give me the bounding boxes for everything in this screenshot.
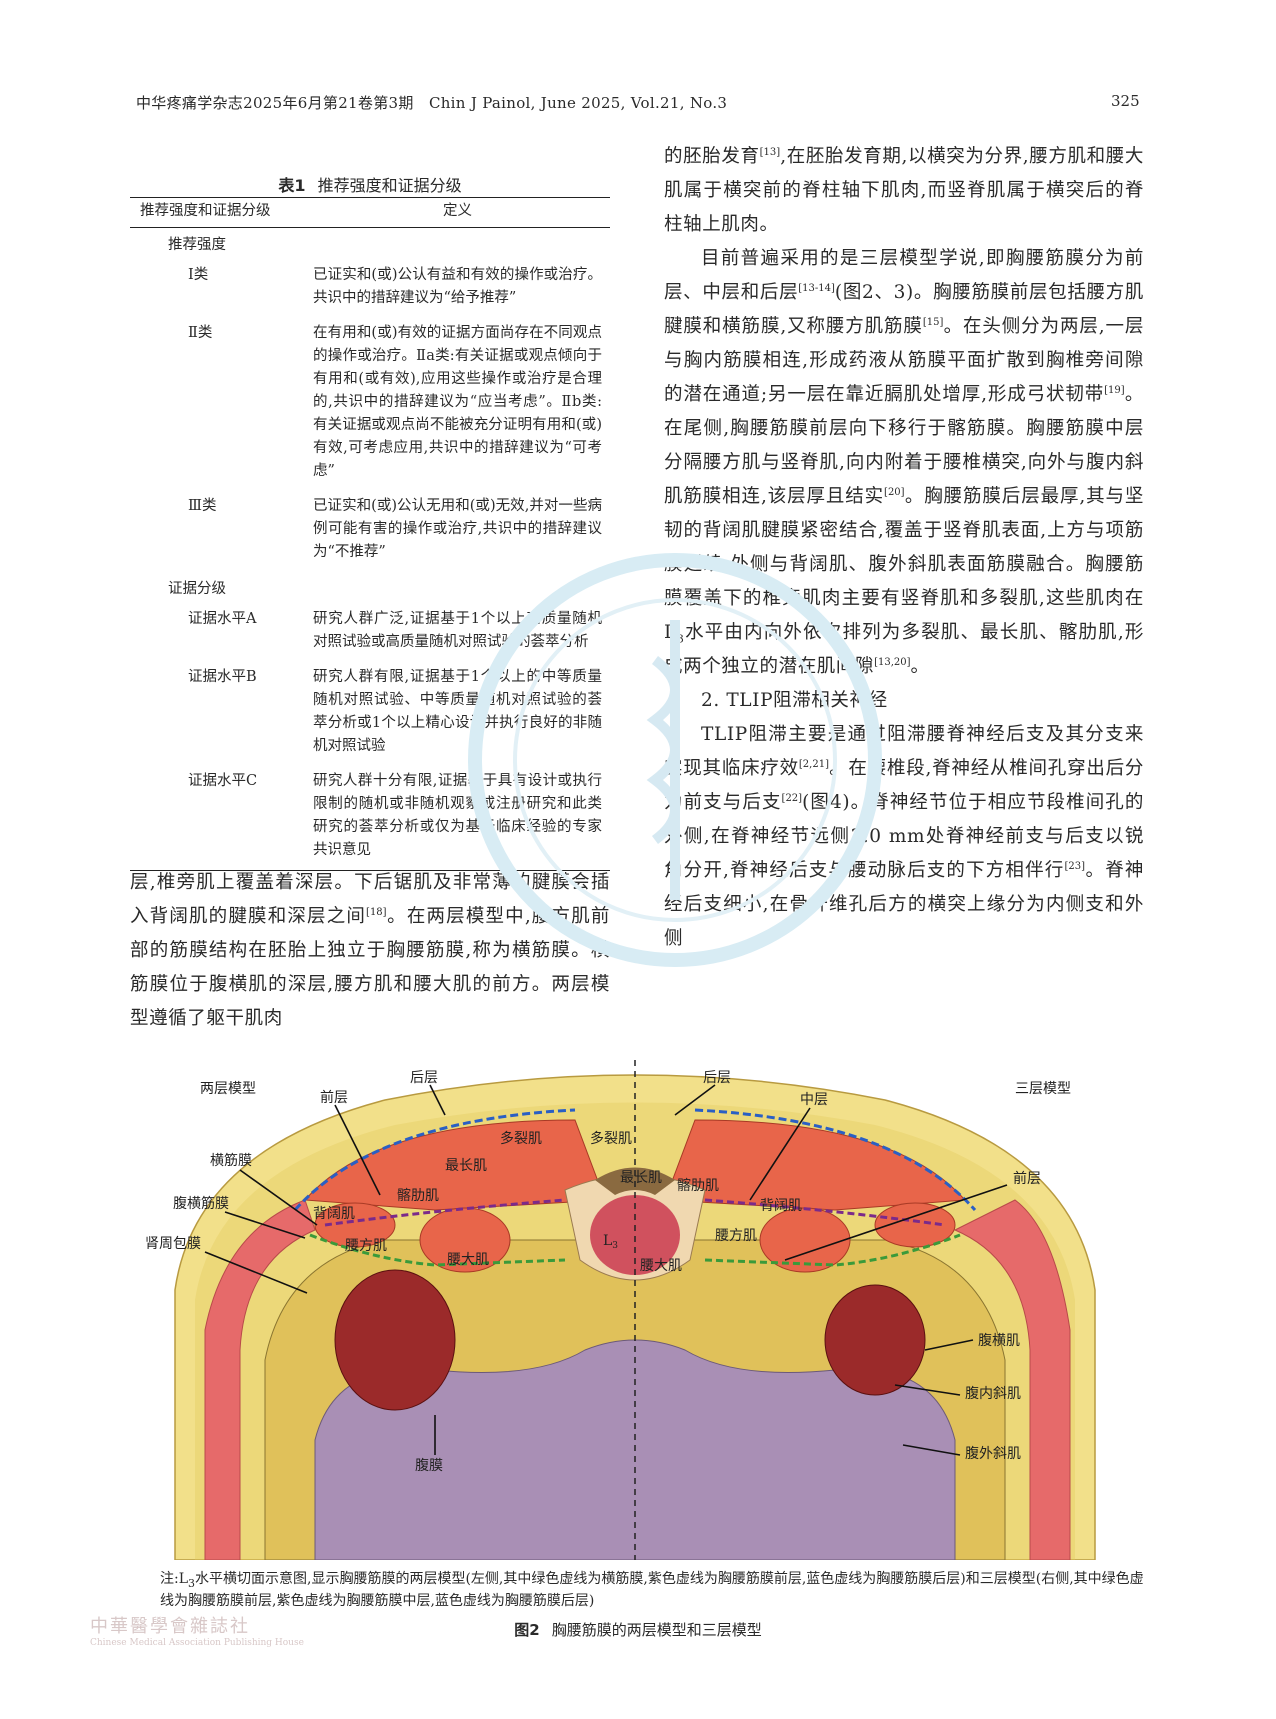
subscript: 3 xyxy=(676,632,685,646)
paragraph: 目前普遍采用的是三层模型学说,即胸腰筋膜分为前层、中层和后层[13-14](图2… xyxy=(664,242,1144,684)
figure-caption: 图2 胸腰筋膜的两层模型和三层模型 xyxy=(0,1619,1276,1640)
label-right-fuwai: 腹外斜肌 xyxy=(965,1445,1021,1462)
figure-caption-text: 胸腰筋膜的两层模型和三层模型 xyxy=(551,1621,762,1639)
publisher-name-en: Chinese Medical Association Publishing H… xyxy=(90,1638,304,1648)
table-row: 证据水平A 研究人群广泛,证据基于1个以上高质量随机对照试验或高质量随机对照试验的… xyxy=(130,604,610,662)
label-right-zuichang: 最长肌 xyxy=(620,1170,662,1186)
text-run: 。胸腰筋膜后层最厚,其与坚韧的背阔肌腱膜紧密结合,覆盖于竖脊肌表面,上方与项筋膜… xyxy=(664,486,1144,643)
label-right-beikuo: 背阔肌 xyxy=(760,1198,802,1214)
citation: [13-14] xyxy=(798,282,835,294)
text-run: (图2、3)。胸腰筋膜前层包括腰方肌腱膜和横筋膜,又称腰方肌筋膜 xyxy=(664,282,1145,337)
label-left-beikuo: 背阔肌 xyxy=(313,1206,355,1222)
label-left-yaofang: 腰方肌 xyxy=(345,1238,387,1254)
text-run: 目前普遍采用的是三层模型学说,即胸腰筋膜分为前层、中层和后层 xyxy=(664,248,1144,303)
row-definition: 研究人群有限,证据基于1个以上的中等质量随机对照试验、中等质量随机对照试验的荟萃… xyxy=(313,669,602,754)
text-run: 注:L xyxy=(160,1571,189,1587)
table-title: 表1 推荐强度和证据分级 xyxy=(130,172,610,196)
figure-note: 注:L3水平横切面示意图,显示胸腰筋膜的两层模型(左侧,其中绿色虚线为横筋膜,紫… xyxy=(160,1568,1150,1612)
right-column-text: 的胚胎发育[13],在胚胎发育期,以横突为分界,腰方肌和腰大肌属于横突前的脊柱轴… xyxy=(664,140,1144,956)
label-right-yaofang: 腰方肌 xyxy=(715,1228,757,1244)
citation: [19] xyxy=(1104,384,1125,396)
label-left-title: 两层模型 xyxy=(200,1081,256,1097)
label-left-qian: 前层 xyxy=(320,1089,348,1106)
citation: [2,21] xyxy=(798,758,829,770)
label-right-duolie: 多裂肌 xyxy=(590,1130,632,1147)
label-right-title: 三层模型 xyxy=(1015,1081,1071,1097)
label-right-yaoda: 腰大肌 xyxy=(640,1258,682,1274)
row-definition: 研究人群十分有限,证据基于具有设计或执行限制的随机或非随机观察或注册研究和此类研… xyxy=(313,773,602,858)
row-label: Ⅲ类 xyxy=(188,498,217,514)
label-left-yaoda: 腰大肌 xyxy=(447,1252,489,1268)
page-number: 325 xyxy=(1111,92,1140,110)
citation: [18] xyxy=(366,906,387,918)
publisher-name: 中華醫學會雜誌社 xyxy=(90,1616,250,1637)
label-left-fuheng-jin: 腹横筋膜 xyxy=(173,1195,229,1212)
citation: [20] xyxy=(884,486,905,498)
text-run: 。在头侧分为两层,一层与胸内筋膜相连,形成药液从筋膜平面扩散到胸椎旁间隙的潜在通… xyxy=(664,316,1144,405)
publisher-watermark: 中華醫學會雜誌社 Chinese Medical Association Pub… xyxy=(90,1612,304,1648)
label-right-fuheng: 腹横肌 xyxy=(978,1332,1020,1349)
table-header-col1: 推荐强度和证据分级 xyxy=(140,203,271,219)
citation: [13] xyxy=(759,146,781,158)
row-label: Ⅱ类 xyxy=(188,325,213,341)
label-vertebra-L: L xyxy=(603,1233,612,1249)
citation: [23] xyxy=(1064,860,1085,872)
text-run: 。在尾侧,胸腰筋膜前层向下移行于髂筋膜。胸腰筋膜中层分隔腰方肌与竖脊肌,向内附着… xyxy=(664,384,1144,507)
label-right-funei: 腹内斜肌 xyxy=(965,1385,1021,1402)
citation: [22] xyxy=(781,792,803,804)
table-header-col2: 定义 xyxy=(443,203,472,219)
text-run: 的胚胎发育 xyxy=(664,146,760,167)
label-left-zuichang: 最长肌 xyxy=(445,1158,487,1174)
label-left-duolie: 多裂肌 xyxy=(500,1130,542,1147)
row-label: 证据水平B xyxy=(188,669,257,685)
table-row: 证据水平B 研究人群有限,证据基于1个以上的中等质量随机对照试验、中等质量随机对照… xyxy=(130,662,610,766)
label-left-shenzhou: 肾周包膜 xyxy=(145,1236,201,1252)
table-number: 表1 xyxy=(278,176,306,195)
running-header: 中华疼痛学杂志2025年6月第21卷第3期 Chin J Painol, Jun… xyxy=(136,94,728,112)
subscript: 3 xyxy=(188,1576,196,1590)
label-left-hou: 后层 xyxy=(410,1070,438,1086)
row-label: 证据水平A xyxy=(188,611,257,627)
label-right-qian: 前层 xyxy=(1013,1170,1041,1187)
table-row: Ⅲ类 已证实和(或)公认无用和(或)无效,并对一些病例可能有害的操作或治疗,共识中… xyxy=(130,491,610,572)
table-row: Ⅱ类 在有用和(或)有效的证据方面尚存在不同观点的操作或治疗。Ⅱa类:有关证据或观… xyxy=(130,318,610,491)
label-right-qialei: 髂肋肌 xyxy=(677,1177,719,1194)
recommendation-table: 推荐强度和证据分级 定义 推荐强度 Ⅰ类 已证实和(或)公认有益和有效的操作或治疗… xyxy=(130,197,610,871)
label-left-qialei: 髂肋肌 xyxy=(397,1187,439,1204)
paragraph: TLIP阻滞主要是通过阻滞腰脊神经后支及其分支来实现其临床疗效[2,21]。在腰… xyxy=(664,718,1144,956)
left-column-text: 层,椎旁肌上覆盖着深层。下后锯肌及非常薄的腱膜会插入背阔肌的腱膜和深层之间[18… xyxy=(130,866,610,1036)
table-title-text: 推荐强度和证据分级 xyxy=(317,176,462,195)
citation: [15] xyxy=(922,316,944,328)
label-vertebra-sub: 3 xyxy=(612,1241,618,1251)
section-heading: 2. TLIP阻滞相关神经 xyxy=(701,690,888,711)
row-definition: 在有用和(或)有效的证据方面尚存在不同观点的操作或治疗。Ⅱa类:有关证据或观点倾… xyxy=(313,325,602,479)
row-label: 证据水平C xyxy=(188,773,258,789)
label-vertebra: L3 xyxy=(603,1233,618,1251)
row-definition: 已证实和(或)公认有益和有效的操作或治疗。共识中的措辞建议为“给予推荐” xyxy=(313,267,602,306)
table-group-strength: 推荐强度 xyxy=(168,237,226,253)
row-definition: 已证实和(或)公认无用和(或)无效,并对一些病例可能有害的操作或治疗,共识中的措… xyxy=(313,498,602,560)
paragraph: 的胚胎发育[13],在胚胎发育期,以横突为分界,腰方肌和腰大肌属于横突前的脊柱轴… xyxy=(664,140,1144,242)
table-row: 证据水平C 研究人群十分有限,证据基于具有设计或执行限制的随机或非随机观察或注册研… xyxy=(130,766,610,870)
row-label: Ⅰ类 xyxy=(188,267,209,283)
figure-cross-section: 两层模型 后层 前层 横筋膜 腹横筋膜 肾周包膜 多裂肌 最长肌 髂肋肌 背阔肌… xyxy=(145,1060,1096,1560)
text-run: 水平横切面示意图,显示胸腰筋膜的两层模型(左侧,其中绿色虚线为横筋膜,紫色虚线为… xyxy=(160,1571,1144,1609)
table-header-row: 推荐强度和证据分级 定义 xyxy=(130,198,610,227)
text-run: ,在胚胎发育期,以横突为分界,腰方肌和腰大肌属于横突前的脊柱轴下肌肉,而竖脊肌属… xyxy=(664,146,1144,235)
text-run: 。 xyxy=(910,656,930,677)
row-definition: 研究人群广泛,证据基于1个以上高质量随机对照试验或高质量随机对照试验的荟萃分析 xyxy=(313,611,602,650)
label-fumo: 腹膜 xyxy=(415,1457,443,1474)
label-right-zhong: 中层 xyxy=(800,1092,828,1108)
table-group-evidence: 证据分级 xyxy=(168,581,226,597)
paragraph: 层,椎旁肌上覆盖着深层。下后锯肌及非常薄的腱膜会插入背阔肌的腱膜和深层之间[18… xyxy=(130,866,610,1036)
table-row: Ⅰ类 已证实和(或)公认有益和有效的操作或治疗。共识中的措辞建议为“给予推荐” xyxy=(130,260,610,318)
figure-number: 图2 xyxy=(514,1621,540,1639)
text-run: 水平由内向外依次排列为多裂肌、最长肌、髂肋肌,形成两个独立的潜在肌间隙 xyxy=(664,622,1144,677)
label-right-hou: 后层 xyxy=(703,1070,731,1086)
citation: [13,20] xyxy=(874,656,911,668)
label-left-hengjin: 横筋膜 xyxy=(210,1152,252,1169)
